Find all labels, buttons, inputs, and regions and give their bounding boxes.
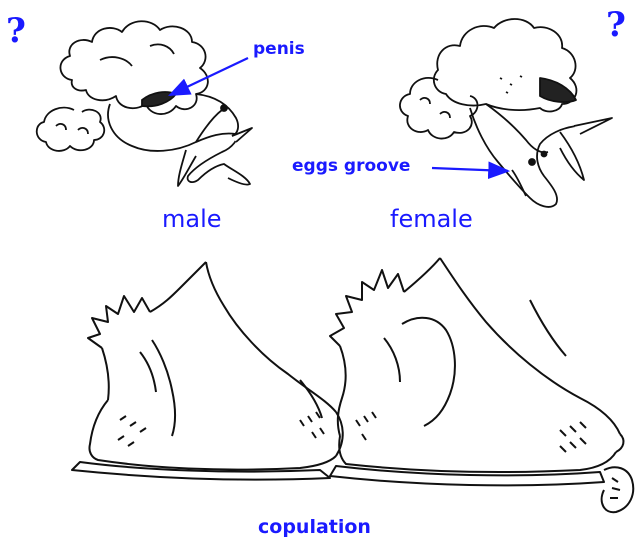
penis-arrow [170,58,248,95]
penis-label: penis [253,41,305,58]
female-caption: female [390,207,473,231]
female-snail-drawing [400,19,612,207]
annotation-arrows [170,58,508,171]
copulation-caption: copulation [258,518,371,537]
male-snail-drawing [37,21,252,186]
right-shell-drawing [330,258,633,512]
left-shell-drawing [72,262,343,480]
question-mark-right: ? [606,8,626,42]
eggs-groove-arrow [432,168,508,171]
question-mark-left: ? [6,14,26,48]
male-caption: male [162,207,222,231]
eggs-groove-label: eggs groove [292,158,410,175]
